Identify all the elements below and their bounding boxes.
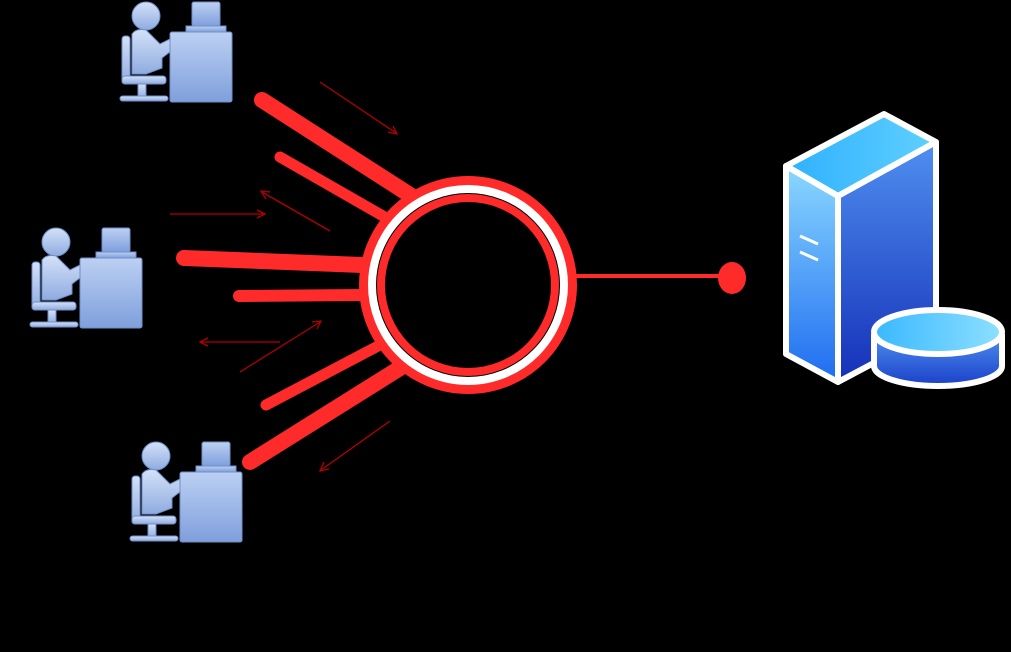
- link-endpoint-dot: [718, 262, 746, 294]
- user-icon-bottom: [129, 441, 243, 543]
- flow-arrow: [319, 81, 397, 134]
- user-icon-top: [119, 1, 233, 103]
- load-balancer-ring-icon: [359, 176, 577, 394]
- flow-arrows: [170, 81, 399, 472]
- server-database-icon: [783, 111, 1005, 389]
- flow-arrow: [239, 321, 321, 373]
- connection-spoke: [274, 151, 396, 226]
- connection-spoke: [254, 92, 418, 203]
- connection-spoke: [176, 250, 370, 273]
- connection-spoke: [233, 289, 368, 302]
- connection-spoke: [242, 360, 408, 470]
- user-icon-middle: [29, 227, 143, 329]
- flow-arrow: [261, 191, 331, 232]
- connection-spoke: [260, 339, 386, 411]
- flow-arrow: [320, 420, 391, 471]
